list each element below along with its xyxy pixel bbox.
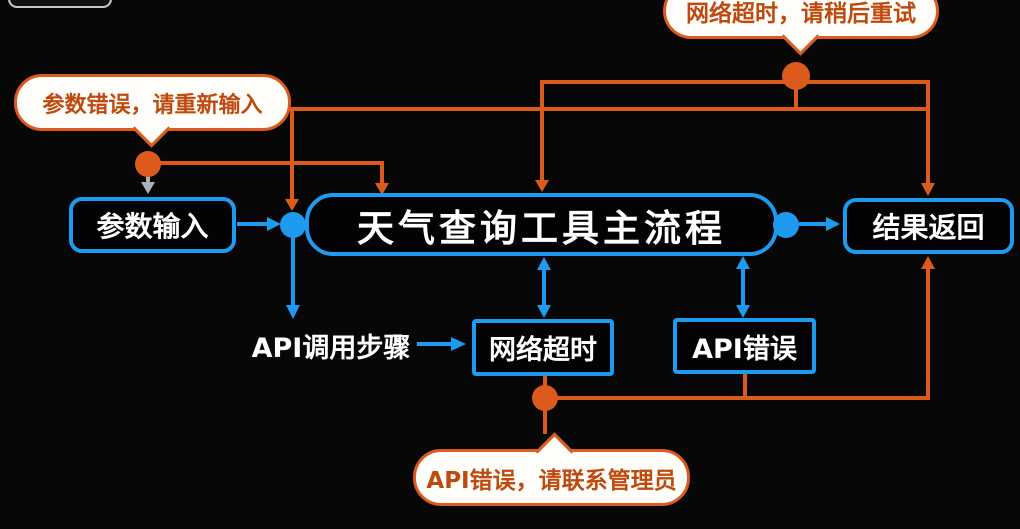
callout-param-error: 参数错误，请重新输入 — [14, 74, 291, 148]
junction-dot-api-error — [532, 385, 558, 411]
junction-dot-network-timeout — [782, 62, 810, 90]
node-main-flow-label: 天气查询工具主流程 — [357, 206, 726, 250]
callout-param-error-text: 参数错误，请重新输入 — [42, 92, 263, 118]
blue-flow-edges — [237, 217, 840, 351]
node-api-error-label: API错误 — [692, 333, 797, 365]
orange-error-edges — [148, 80, 935, 434]
junction-dot-param-error — [135, 151, 161, 177]
callout-network-timeout-text: 网络超时，请稍后重试 — [686, 1, 916, 27]
node-network-timeout: 网络超时 — [472, 319, 614, 376]
node-result-return: 结果返回 — [843, 198, 1014, 254]
node-api-error: API错误 — [673, 318, 816, 374]
node-param-input: 参数输入 — [69, 197, 236, 253]
node-param-input-label: 参数输入 — [96, 210, 209, 243]
truncated-toolbar-button[interactable] — [8, 0, 112, 8]
callout-api-error: API错误，请联系管理员 — [413, 432, 690, 506]
port-dot-main-flow-right — [773, 212, 799, 238]
node-network-timeout-label: 网络超时 — [489, 335, 597, 366]
port-dot-main-flow-left — [280, 212, 306, 238]
label-api-call-step: API调用步骤 — [250, 326, 412, 364]
node-result-return-label: 结果返回 — [872, 211, 985, 244]
callout-network-timeout: 网络超时，请稍后重试 — [663, 0, 939, 56]
node-main-flow: 天气查询工具主流程 — [305, 193, 778, 256]
callout-api-error-text: API错误，请联系管理员 — [426, 467, 677, 494]
label-api-call-step-text: API调用步骤 — [251, 332, 411, 364]
